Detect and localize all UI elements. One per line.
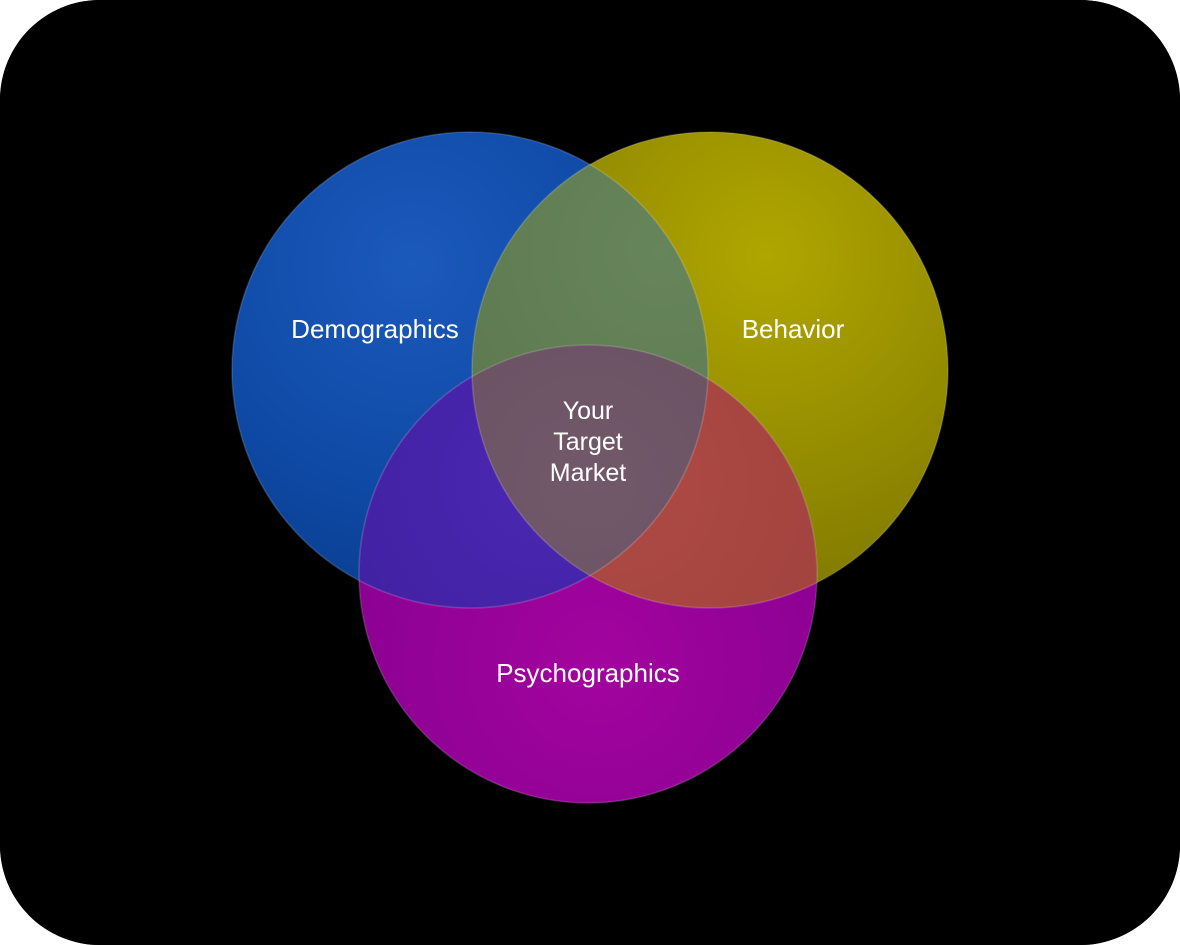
label-center-line-2: Target: [553, 428, 623, 456]
label-your-target-market: Your Target Market: [550, 397, 626, 487]
circle-behavior-outline: [471, 131, 949, 609]
label-demographics: Demographics: [291, 314, 459, 344]
circle-psychographics-outline: [358, 344, 818, 804]
label-behavior: Behavior: [742, 314, 845, 344]
label-center-line-3: Market: [550, 459, 626, 487]
circle-demographics-outline: [231, 131, 709, 609]
label-center-line-1: Your: [563, 397, 614, 425]
label-psychographics: Psychographics: [496, 658, 680, 688]
